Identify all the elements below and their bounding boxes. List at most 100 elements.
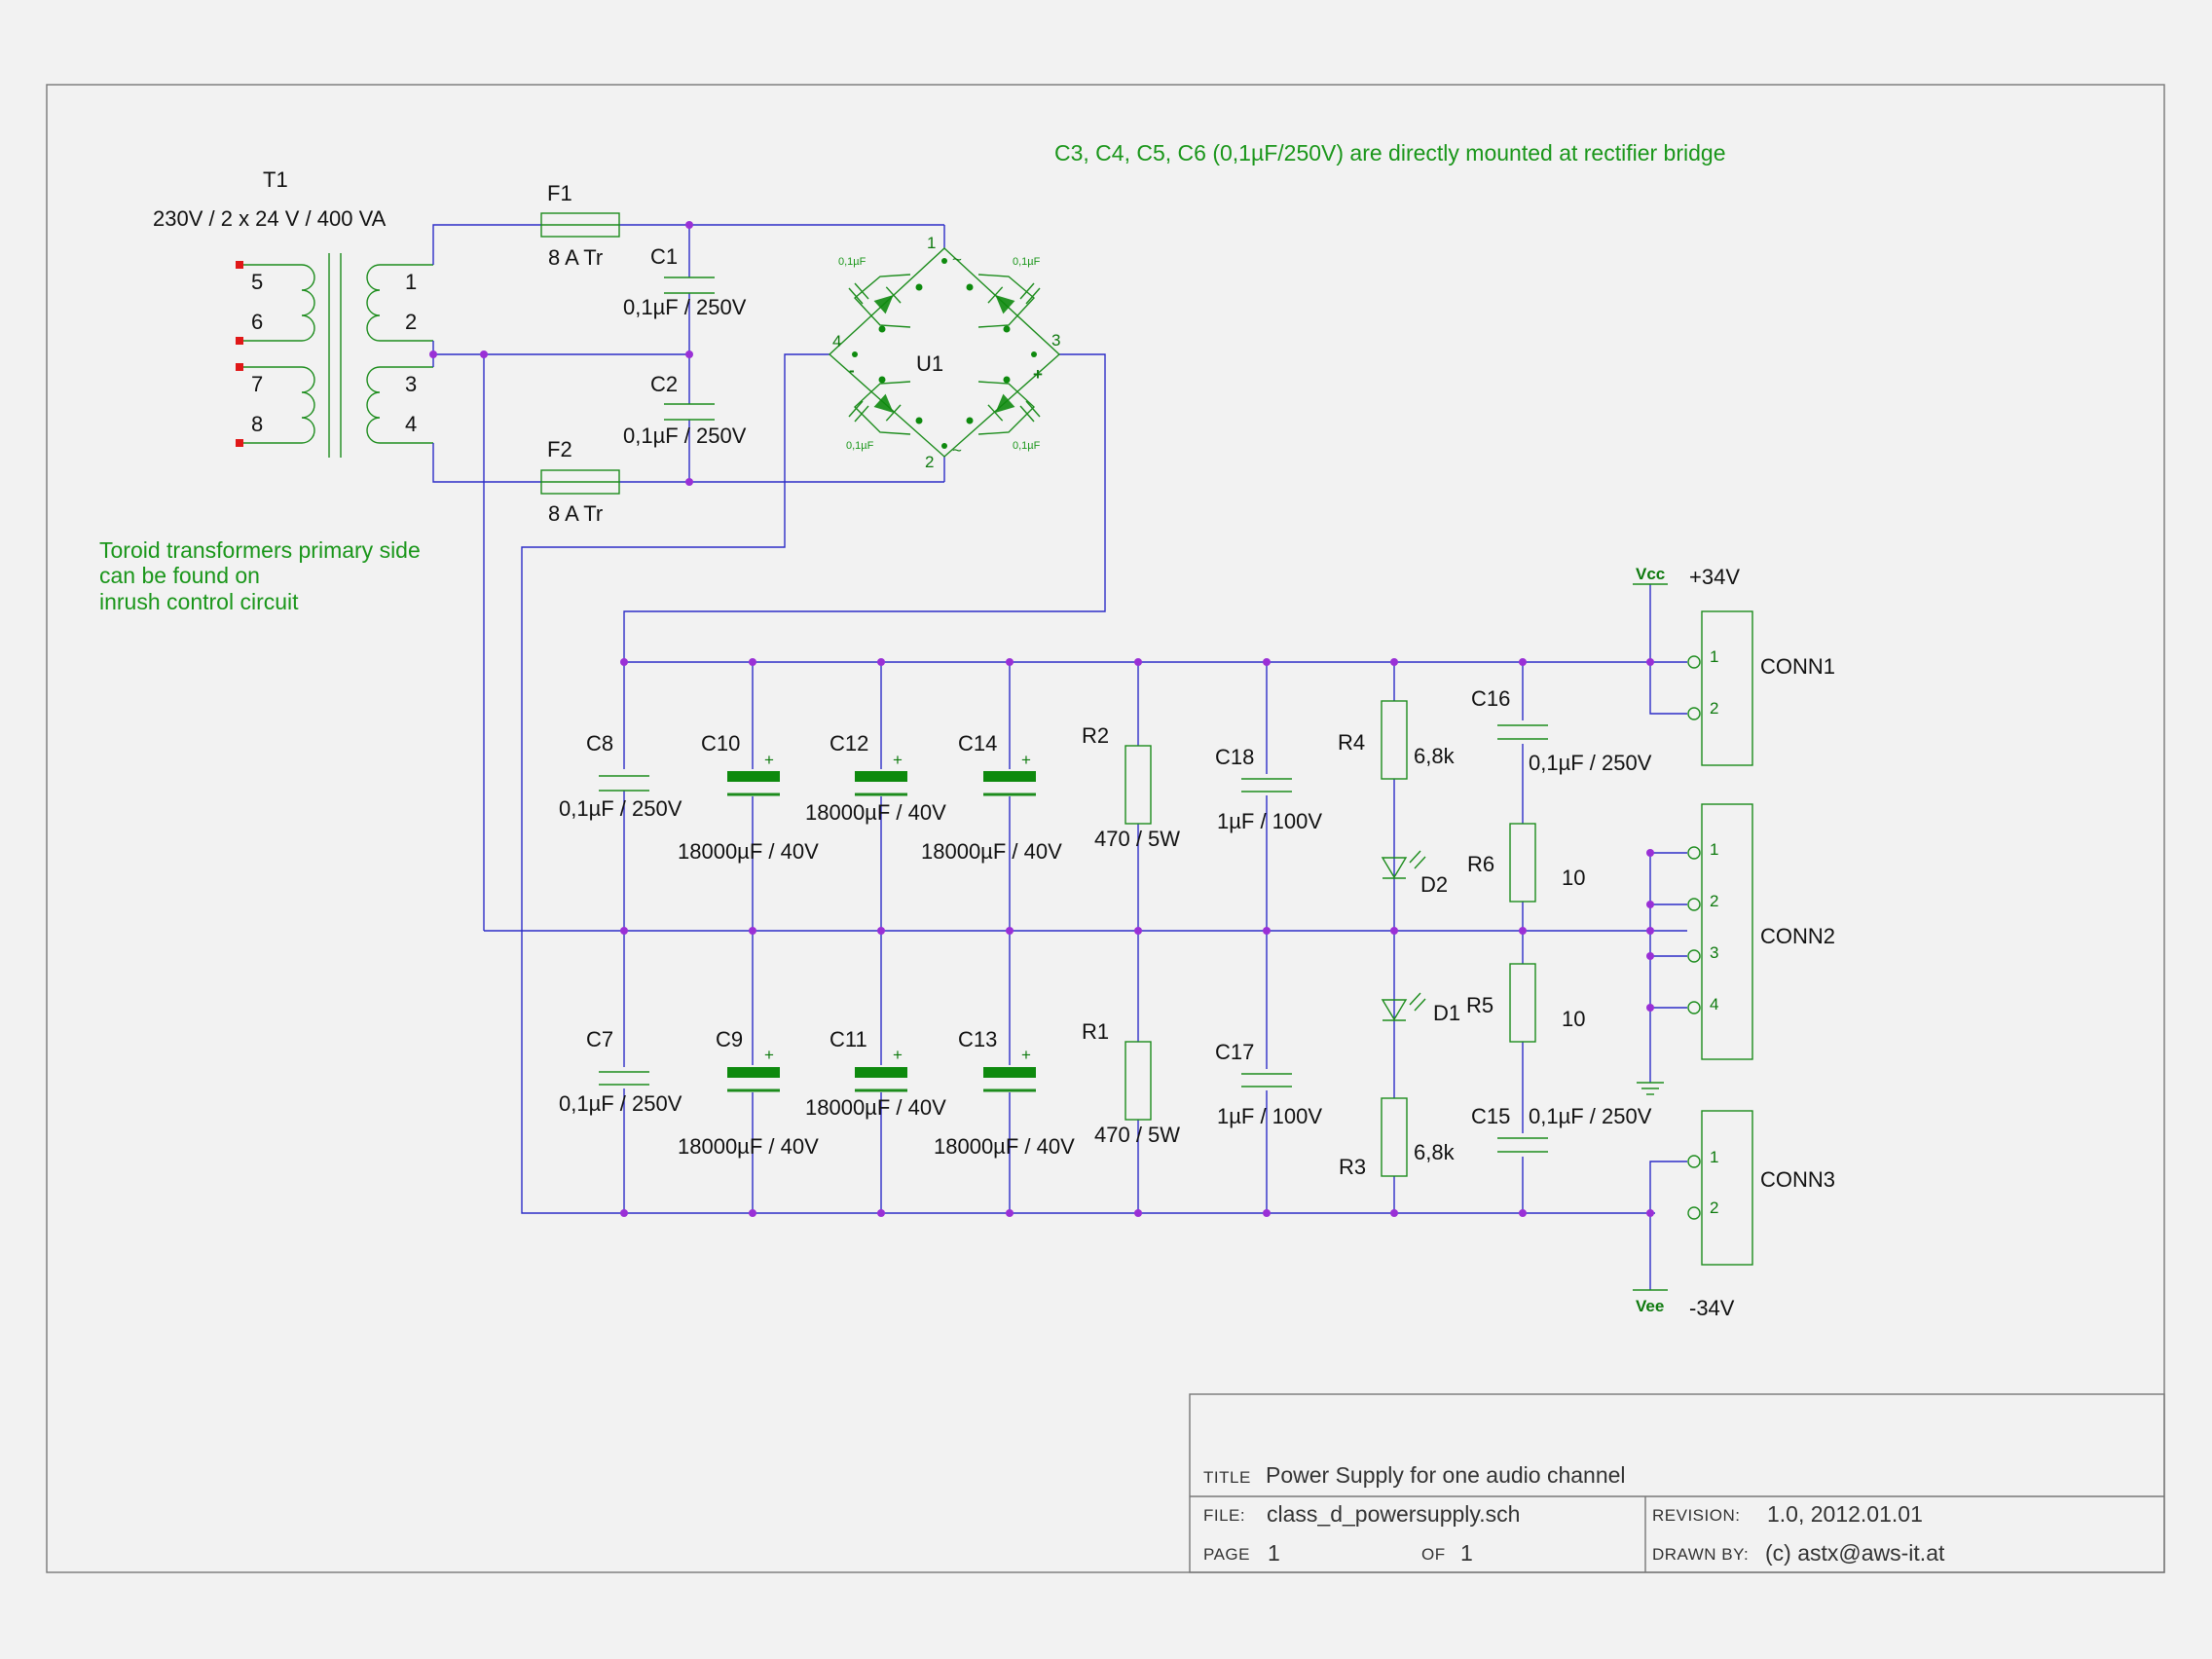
- c11-ref: C11: [830, 1027, 867, 1051]
- r6-value: 10: [1562, 866, 1585, 890]
- u1-ac-top: ~: [952, 250, 962, 269]
- c9-value: 18000µF / 40V: [678, 1134, 819, 1159]
- capacitor-c17: C17 1µF / 100V: [1215, 1040, 1322, 1128]
- c13-plus: +: [1021, 1046, 1031, 1064]
- capacitor-c1: C1 0,1µF / 250V: [623, 244, 747, 319]
- c15-value: 0,1µF / 250V: [1529, 1104, 1652, 1128]
- tb-of-label: OF: [1421, 1545, 1446, 1564]
- toroid-note-line-2: can be found on: [99, 563, 260, 588]
- c18-ref: C18: [1215, 745, 1254, 769]
- tb-title: Power Supply for one audio channel: [1266, 1462, 1626, 1488]
- u1-plus: +: [1033, 365, 1043, 384]
- capacitor-c13: + C13 18000µF / 40V: [934, 1027, 1075, 1159]
- conn2-pin-3: 3: [1710, 943, 1718, 962]
- bridge-rectifier-u1: U1 1 2 3 4 ~ ~ + - 0,1µF 0,1µF 0,1µF 0,1…: [828, 234, 1060, 471]
- r3-value: 6,8k: [1414, 1140, 1456, 1164]
- connector-conn1: 1 2 CONN1: [1687, 610, 1835, 766]
- toroid-note-line-3: inrush control circuit: [99, 589, 299, 614]
- f2-ref: F2: [547, 437, 572, 461]
- conn1-ref: CONN1: [1760, 654, 1835, 679]
- tb-revision: 1.0, 2012.01.01: [1767, 1501, 1923, 1527]
- t1-ref: T1: [263, 167, 288, 192]
- c14-ref: C14: [958, 731, 997, 756]
- led-d1: D1: [1381, 992, 1460, 1025]
- f2-value: 8 A Tr: [548, 501, 603, 526]
- r5-value: 10: [1562, 1007, 1585, 1031]
- t1-pin-8: 8: [251, 412, 263, 436]
- bridge-cap-c5-label: 0,1µF: [846, 440, 874, 452]
- resistor-r3: R3 6,8k: [1339, 1097, 1456, 1179]
- resistor-r6: R6 10: [1467, 823, 1585, 903]
- capacitor-c7: C7 0,1µF / 250V: [559, 1027, 682, 1116]
- capacitor-c11: + C11 18000µF / 40V: [805, 1027, 946, 1120]
- bridge-caps-note: C3, C4, C5, C6 (0,1µF/250V) are directly…: [1054, 140, 1726, 166]
- r6-ref: R6: [1467, 852, 1494, 876]
- c12-value: 18000µF / 40V: [805, 800, 946, 825]
- d1-ref: D1: [1433, 1001, 1460, 1025]
- drawing-frame: [46, 84, 2165, 1573]
- c10-plus: +: [764, 751, 774, 769]
- fuse-f1: F1 8 A Tr: [540, 181, 620, 270]
- capacitor-c16: C16 0,1µF / 250V: [1471, 686, 1652, 775]
- c2-value: 0,1µF / 250V: [623, 424, 747, 448]
- c12-ref: C12: [830, 731, 868, 756]
- toroid-note-line-1: Toroid transformers primary side: [99, 537, 421, 563]
- u1-pin-3: 3: [1051, 331, 1060, 350]
- c18-value: 1µF / 100V: [1217, 809, 1322, 833]
- tb-drawn: (c) astx@aws-it.at: [1765, 1540, 1945, 1566]
- fuse-f2: F2 8 A Tr: [540, 437, 620, 526]
- c8-value: 0,1µF / 250V: [559, 796, 682, 821]
- r3-ref: R3: [1339, 1155, 1366, 1179]
- c17-value: 1µF / 100V: [1217, 1104, 1322, 1128]
- c7-value: 0,1µF / 250V: [559, 1091, 682, 1116]
- conn2-pin-4: 4: [1710, 995, 1718, 1014]
- c1-value: 0,1µF / 250V: [623, 295, 747, 319]
- led-d2: D2: [1381, 850, 1448, 897]
- c11-plus: +: [893, 1046, 903, 1064]
- vee-symbol: Vee -34V: [1633, 1289, 1735, 1320]
- u1-minus: -: [849, 361, 855, 380]
- t1-pin-7: 7: [251, 372, 263, 396]
- c1-ref: C1: [650, 244, 678, 269]
- vee-value: -34V: [1689, 1296, 1735, 1320]
- capacitor-c2: C2 0,1µF / 250V: [623, 372, 747, 448]
- junction-dots: [429, 221, 1654, 1217]
- t1-pin-5: 5: [251, 270, 263, 294]
- tb-page-label: PAGE: [1203, 1545, 1250, 1564]
- tb-revision-label: REVISION:: [1652, 1506, 1740, 1525]
- c13-value: 18000µF / 40V: [934, 1134, 1075, 1159]
- bridge-cap-c4-label: 0,1µF: [1013, 256, 1041, 268]
- conn3-pin-2: 2: [1710, 1198, 1718, 1217]
- title-block: TITLE Power Supply for one audio channel…: [1189, 1393, 2165, 1573]
- c16-ref: C16: [1471, 686, 1510, 711]
- capacitor-c14: + C14 18000µF / 40V: [921, 731, 1062, 864]
- u1-pin-2: 2: [925, 453, 934, 471]
- u1-ac-bottom: ~: [952, 441, 962, 460]
- c9-plus: +: [764, 1046, 774, 1064]
- t1-pin-2: 2: [405, 310, 417, 334]
- t1-value: 230V / 2 x 24 V / 400 VA: [153, 206, 387, 231]
- connector-conn2: 1 2 3 4 CONN2: [1687, 803, 1835, 1060]
- c12-plus: +: [893, 751, 903, 769]
- capacitor-c8: C8 0,1µF / 250V: [559, 731, 682, 821]
- c10-value: 18000µF / 40V: [678, 839, 819, 864]
- tb-title-label: TITLE: [1203, 1468, 1251, 1487]
- r1-ref: R1: [1082, 1019, 1109, 1044]
- f1-ref: F1: [547, 181, 572, 205]
- c7-ref: C7: [586, 1027, 613, 1051]
- r1-value: 470 / 5W: [1094, 1123, 1180, 1147]
- r5-ref: R5: [1466, 993, 1493, 1017]
- conn1-pin-1: 1: [1710, 647, 1718, 666]
- capacitor-c9: + C9 18000µF / 40V: [678, 1027, 819, 1159]
- c10-ref: C10: [701, 731, 740, 756]
- vcc-label: Vcc: [1636, 565, 1665, 583]
- c8-ref: C8: [586, 731, 613, 756]
- c11-value: 18000µF / 40V: [805, 1095, 946, 1120]
- r4-ref: R4: [1338, 730, 1365, 755]
- capacitor-c12: + C12 18000µF / 40V: [805, 731, 946, 825]
- conn1-pin-2: 2: [1710, 699, 1718, 718]
- conn3-pin-1: 1: [1710, 1148, 1718, 1166]
- r2-ref: R2: [1082, 723, 1109, 748]
- vcc-symbol: Vcc +34V: [1633, 565, 1740, 589]
- tb-file-label: FILE:: [1203, 1506, 1245, 1525]
